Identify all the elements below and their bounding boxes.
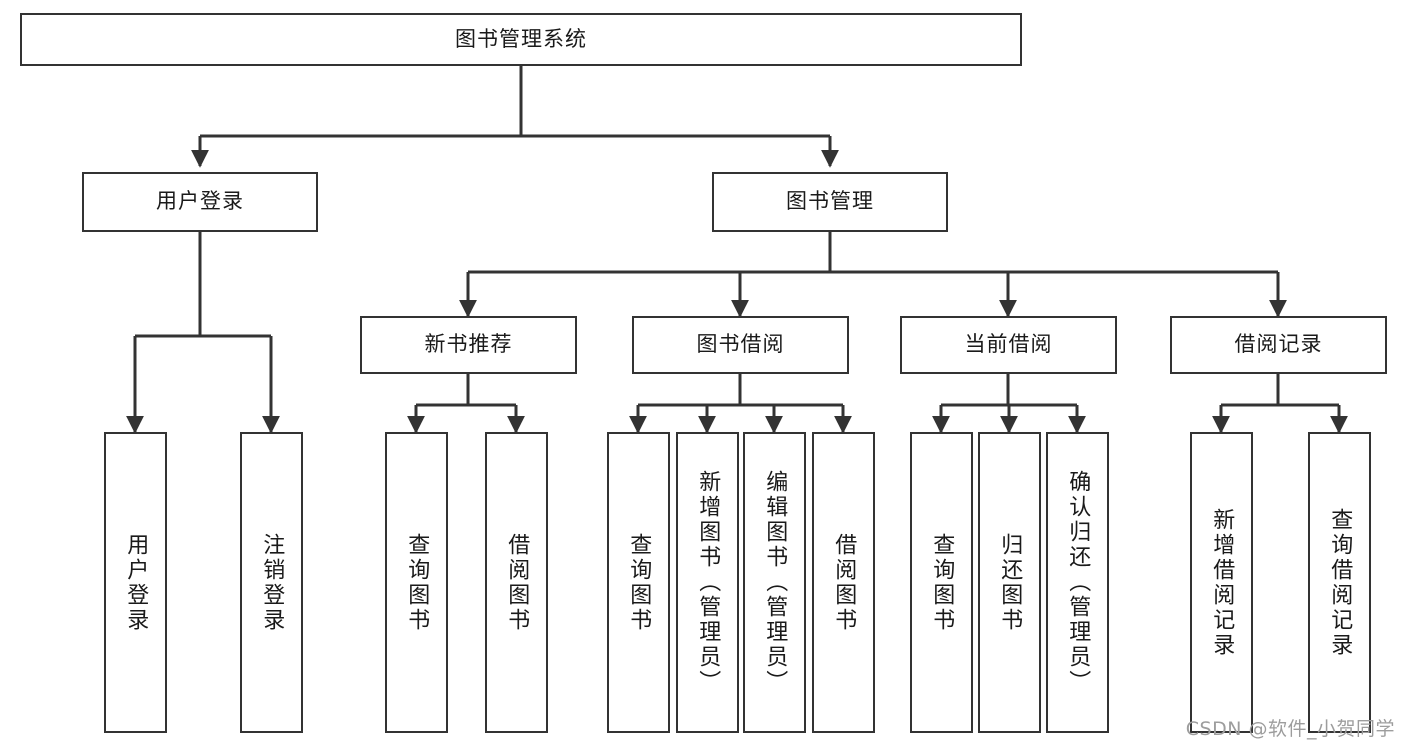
- node-label: 新增借阅记录: [1209, 507, 1235, 658]
- node-label: 图书借阅: [696, 332, 785, 357]
- node-label: 借阅记录: [1234, 332, 1323, 357]
- node-label: 用户登录: [123, 532, 149, 633]
- leaf-current-return-book: 归还图书: [978, 432, 1041, 733]
- node-label: 当前借阅: [964, 332, 1053, 357]
- node-label: 新书推荐: [424, 332, 513, 357]
- leaf-borrow-borrow-book: 借阅图书: [812, 432, 875, 733]
- leaf-borrow-edit-book-admin: 编辑图书（管理员）: [743, 432, 806, 733]
- node-label: 查询图书: [404, 532, 430, 633]
- node-label: 图书管理系统: [455, 26, 587, 51]
- node-borrow-record: 借阅记录: [1170, 316, 1387, 374]
- node-label: 查询图书: [626, 532, 652, 633]
- leaf-record-query-borrow-record: 查询借阅记录: [1308, 432, 1371, 733]
- node-label: 图书管理: [786, 189, 874, 214]
- node-current-borrow: 当前借阅: [900, 316, 1117, 374]
- node-label: 新增图书（管理员）: [695, 470, 721, 695]
- node-user-login: 用户登录: [82, 172, 318, 232]
- node-label: 确认归还（管理员）: [1065, 470, 1091, 695]
- node-book-management: 图书管理: [712, 172, 948, 232]
- node-root-system: 图书管理系统: [20, 13, 1022, 66]
- node-new-book-recommend: 新书推荐: [360, 316, 577, 374]
- node-label: 查询图书: [929, 532, 955, 633]
- node-label: 归还图书: [997, 532, 1023, 633]
- node-label: 查询借阅记录: [1327, 507, 1353, 658]
- leaf-current-query-book: 查询图书: [910, 432, 973, 733]
- leaf-new-book-query: 查询图书: [385, 432, 448, 733]
- leaf-user-login-signout: 注销登录: [240, 432, 303, 733]
- leaf-new-book-borrow: 借阅图书: [485, 432, 548, 733]
- node-book-borrow: 图书借阅: [632, 316, 849, 374]
- leaf-user-login-signin: 用户登录: [104, 432, 167, 733]
- node-label: 借阅图书: [831, 532, 857, 633]
- leaf-record-add-borrow-record: 新增借阅记录: [1190, 432, 1253, 733]
- node-label: 注销登录: [259, 532, 285, 633]
- leaf-borrow-add-book-admin: 新增图书（管理员）: [676, 432, 739, 733]
- node-label: 用户登录: [156, 189, 244, 214]
- leaf-current-confirm-return-admin: 确认归还（管理员）: [1046, 432, 1109, 733]
- node-label: 编辑图书（管理员）: [762, 470, 788, 695]
- leaf-borrow-query-book: 查询图书: [607, 432, 670, 733]
- node-label: 借阅图书: [504, 532, 530, 633]
